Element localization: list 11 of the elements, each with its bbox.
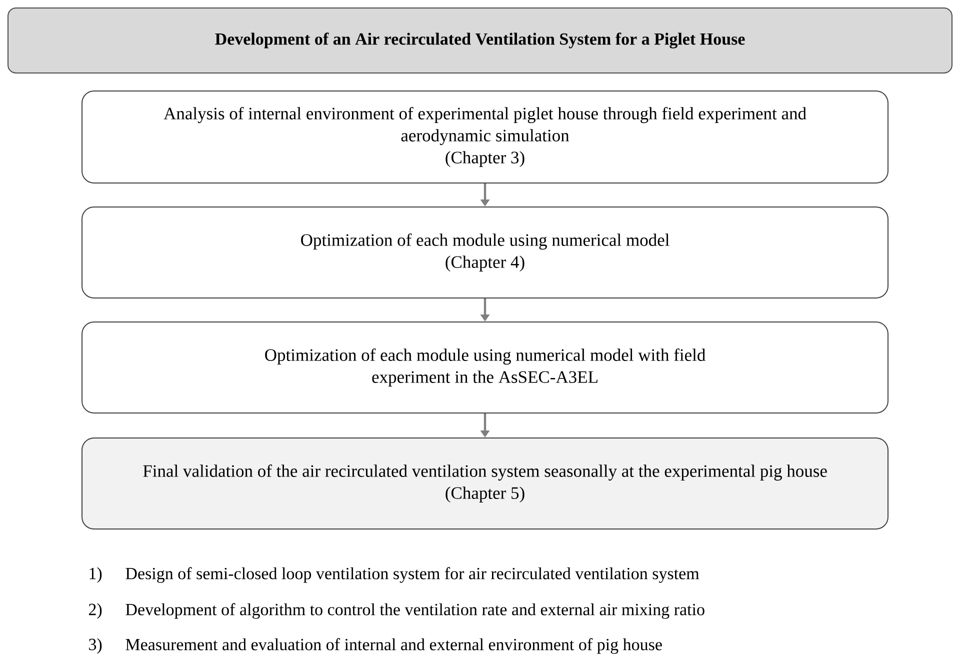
list-item: Development of algorithm to control the ventilation rate and external air mixing ratio bbox=[126, 603, 704, 619]
list-number: 3) bbox=[89, 638, 102, 654]
list-number: 2) bbox=[88, 603, 102, 619]
process-box: Analysis of internal environment of experimental piglet house through field experiment and aerodynamic simulation (Chapter 3) bbox=[82, 90, 888, 184]
list-item: Design of semi-closed loop ventilation system for air recirculated ventilation system bbox=[126, 567, 700, 583]
list-number: 1) bbox=[90, 567, 102, 583]
list-item: Measurement and evaluation of internal and external environment of pig house bbox=[126, 638, 662, 654]
process-box: Optimization of each module using numerical model (Chapter 4) bbox=[82, 206, 888, 298]
title-box: Development of an Air recirculated Ventilation System for a Piglet House bbox=[8, 8, 952, 74]
process-box: Final validation of the air recirculated ventilation system seasonally at the experimental pig house (Chapter 5) bbox=[82, 438, 888, 530]
process-box: Optimization of each module using numerical model with field experiment in the AsSEC-A3EL bbox=[82, 322, 888, 414]
